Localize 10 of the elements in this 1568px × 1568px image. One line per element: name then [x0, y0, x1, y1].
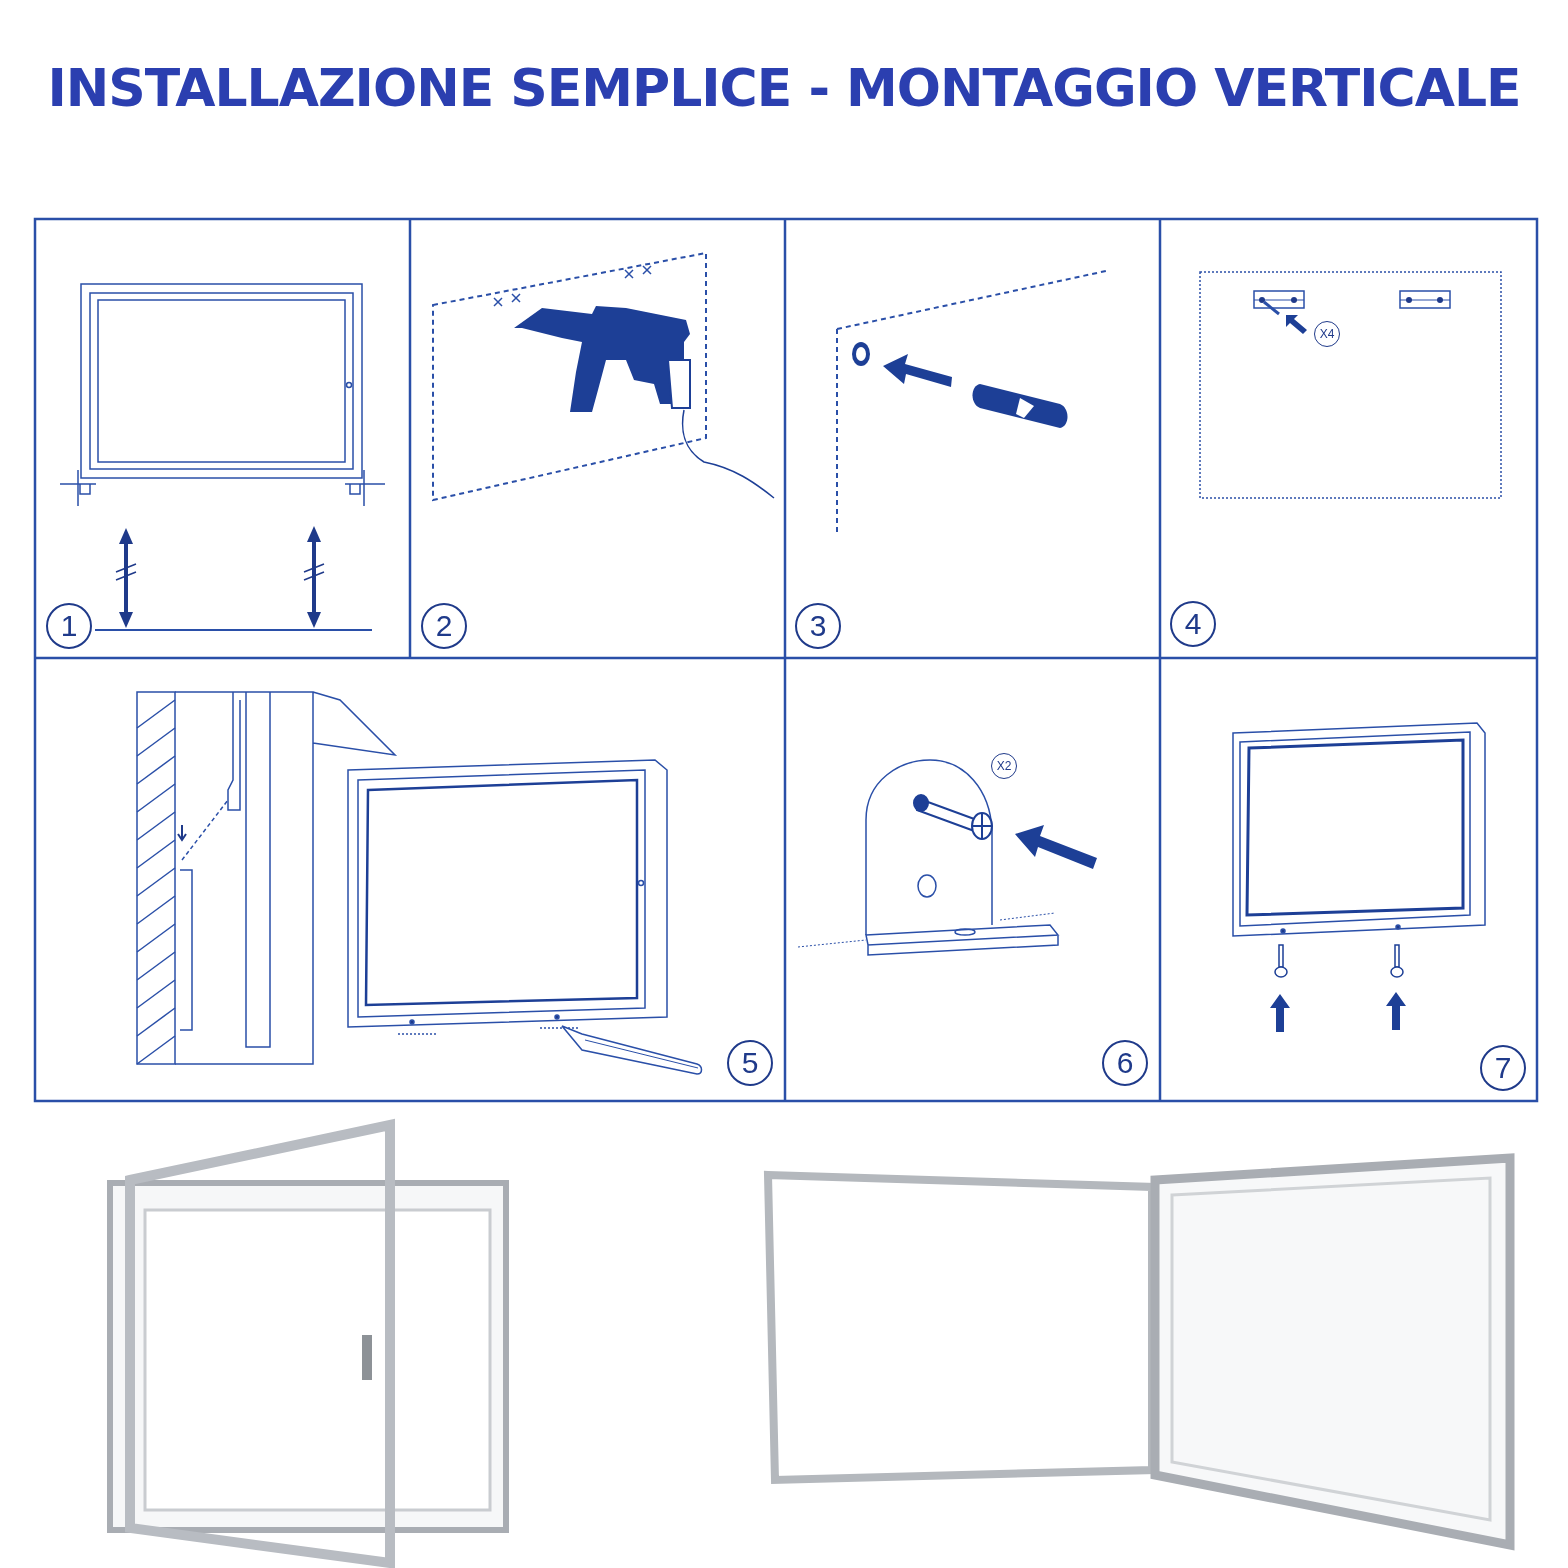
step-number: 2	[421, 603, 467, 649]
step-number: 5	[727, 1040, 773, 1086]
step-number: 1	[46, 603, 92, 649]
step-number: 3	[795, 603, 841, 649]
title: INSTALLAZIONE SEMPLICE - MONTAGGIO VERTICALE	[46, 58, 1522, 118]
quantity-badge: X2	[991, 753, 1017, 779]
step-number: 4	[1170, 601, 1216, 647]
step-number: 6	[1102, 1040, 1148, 1086]
quantity-badge: X4	[1314, 321, 1340, 347]
step-number: 7	[1480, 1045, 1526, 1091]
